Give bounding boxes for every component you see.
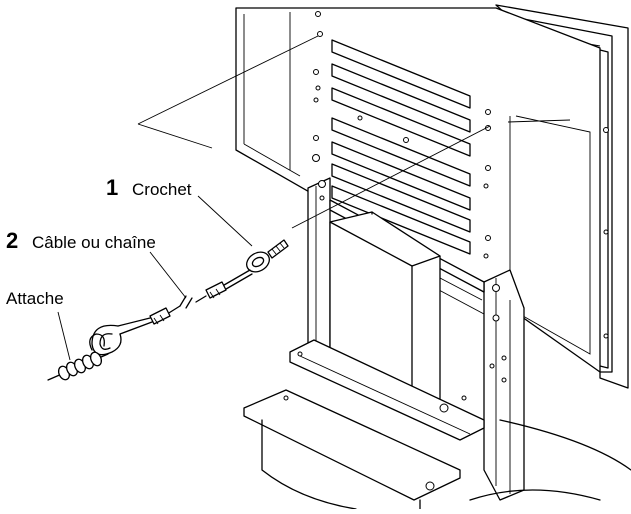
callout-cable: 2 Câble ou chaîne bbox=[6, 228, 156, 253]
stand-base bbox=[469, 419, 631, 501]
hook-ring bbox=[246, 251, 270, 273]
clip-label: Attache bbox=[6, 289, 64, 308]
stand-middle-shelf bbox=[289, 339, 485, 441]
vent-slots bbox=[331, 39, 471, 255]
hook-assembly bbox=[246, 239, 289, 273]
mounting-holes bbox=[312, 11, 609, 339]
attachment-clip bbox=[47, 324, 122, 381]
callout-clip: Attache bbox=[6, 289, 64, 308]
leader-lines bbox=[57, 35, 571, 361]
hook-number: 1 bbox=[106, 175, 118, 200]
monitor-screen-edge bbox=[599, 49, 609, 369]
callout-hook: 1 Crochet bbox=[106, 175, 192, 200]
stand-lower-tray bbox=[243, 389, 461, 501]
safety-cable bbox=[117, 269, 253, 335]
cable-number: 2 bbox=[6, 228, 18, 253]
stand-right-upright bbox=[483, 269, 525, 501]
stand bbox=[243, 177, 631, 510]
hook-label: Crochet bbox=[132, 180, 192, 199]
cable-label: Câble ou chaîne bbox=[32, 233, 156, 252]
